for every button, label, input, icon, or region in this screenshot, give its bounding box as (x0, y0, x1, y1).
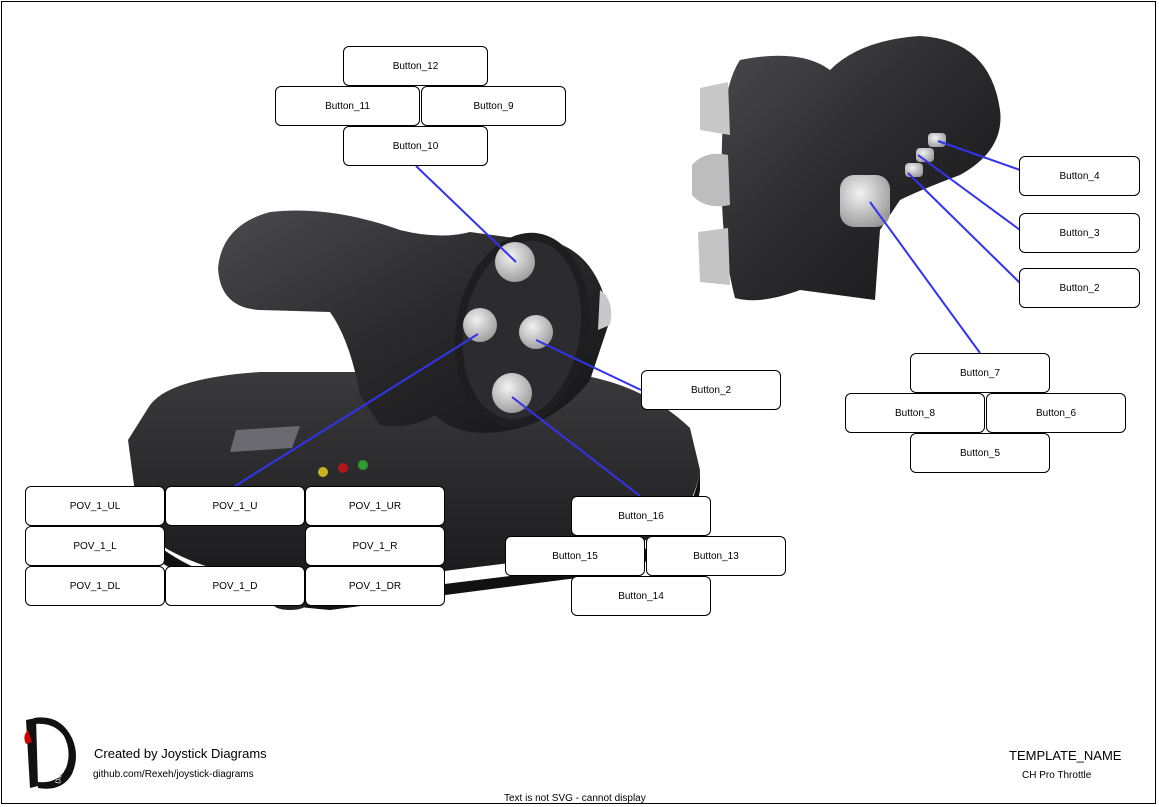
throttle-side-view (692, 36, 1001, 301)
label-button-5[interactable]: Button_5 (910, 433, 1050, 473)
label-pov-dr[interactable]: POV_1_DR (305, 566, 445, 606)
line-button-2-grip (535, 339, 642, 391)
svg-notice: Text is not SVG - cannot display (504, 793, 646, 804)
line-button-16 (511, 396, 641, 497)
label-button-13[interactable]: Button_13 (646, 536, 786, 576)
label-pov-ur[interactable]: POV_1_UR (305, 486, 445, 526)
line-button-4 (937, 140, 1021, 171)
label-pov-ul[interactable]: POV_1_UL (25, 486, 165, 526)
label-button-10[interactable]: Button_10 (343, 126, 488, 166)
label-button-6[interactable]: Button_6 (986, 393, 1126, 433)
credit-url: github.com/Rexeh/joystick-diagrams (93, 769, 254, 780)
label-pov-l[interactable]: POV_1_L (25, 526, 165, 566)
label-button-2-side[interactable]: Button_2 (1019, 268, 1140, 308)
device-name: CH Pro Throttle (1022, 770, 1092, 781)
label-button-8[interactable]: Button_8 (845, 393, 985, 433)
template-name: TEMPLATE_NAME (1009, 748, 1122, 763)
label-button-7[interactable]: Button_7 (910, 353, 1050, 393)
line-button-3 (917, 154, 1021, 231)
indicator-leds (318, 460, 368, 477)
label-button-16[interactable]: Button_16 (571, 496, 711, 536)
label-pov-u[interactable]: POV_1_U (165, 486, 305, 526)
label-button-3[interactable]: Button_3 (1019, 213, 1140, 253)
label-button-12[interactable]: Button_12 (343, 46, 488, 86)
label-pov-r[interactable]: POV_1_R (305, 526, 445, 566)
line-button-2-side (907, 172, 1021, 284)
line-pov (234, 333, 479, 487)
label-pov-dl[interactable]: POV_1_DL (25, 566, 165, 606)
line-button-7 (869, 201, 981, 354)
credit-title: Created by Joystick Diagrams (94, 746, 267, 761)
leader-lines (234, 140, 1021, 497)
label-button-2-grip[interactable]: Button_2 (641, 370, 781, 410)
label-button-15[interactable]: Button_15 (505, 536, 645, 576)
joystick-diagrams-logo-icon: Diagrams (24, 717, 76, 789)
label-button-11[interactable]: Button_11 (275, 86, 420, 126)
label-pov-d[interactable]: POV_1_D (165, 566, 305, 606)
line-button-10 (415, 165, 517, 263)
label-button-4[interactable]: Button_4 (1019, 156, 1140, 196)
label-button-14[interactable]: Button_14 (571, 576, 711, 616)
label-button-9[interactable]: Button_9 (421, 86, 566, 126)
